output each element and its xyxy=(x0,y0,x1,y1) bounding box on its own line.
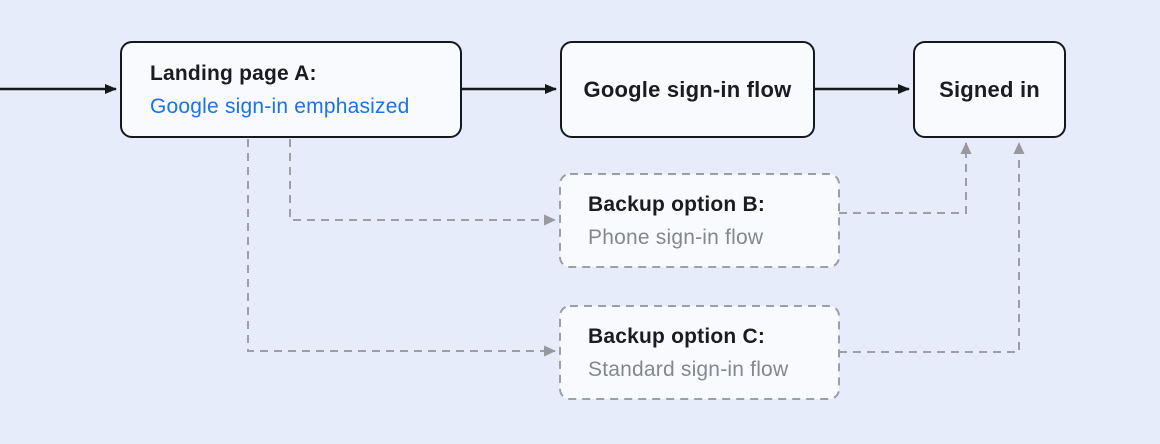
edge-landing-to-backup-c xyxy=(247,139,556,357)
signed-in-label: Signed in xyxy=(939,76,1040,102)
google-sign-in-flow-label: Google sign-in flow xyxy=(583,76,792,102)
edge-backup-b-to-signed xyxy=(839,142,972,214)
backup-b-outline xyxy=(559,173,840,268)
landing-page-a-title: Landing page A: xyxy=(150,61,317,85)
edge-backup-c-to-signed xyxy=(839,142,1025,353)
node-landing-page-a: Landing page A: Google sign-in emphasize… xyxy=(120,41,462,138)
node-signed-in: Signed in xyxy=(913,41,1066,138)
landing-page-a-subtitle: Google sign-in emphasized xyxy=(150,94,410,118)
node-backup-option-c: Backup option C: Standard sign-in flow xyxy=(560,306,839,399)
node-backup-option-b: Backup option B: Phone sign-in flow xyxy=(560,174,839,267)
edge-landing-to-backup-b xyxy=(289,139,556,226)
backup-option-b-subtitle: Phone sign-in flow xyxy=(588,225,764,249)
backup-option-c-subtitle: Standard sign-in flow xyxy=(588,357,789,381)
backup-option-c-title: Backup option C: xyxy=(588,324,766,348)
node-google-sign-in-flow: Google sign-in flow xyxy=(560,41,815,138)
backup-option-b-title: Backup option B: xyxy=(588,192,766,216)
